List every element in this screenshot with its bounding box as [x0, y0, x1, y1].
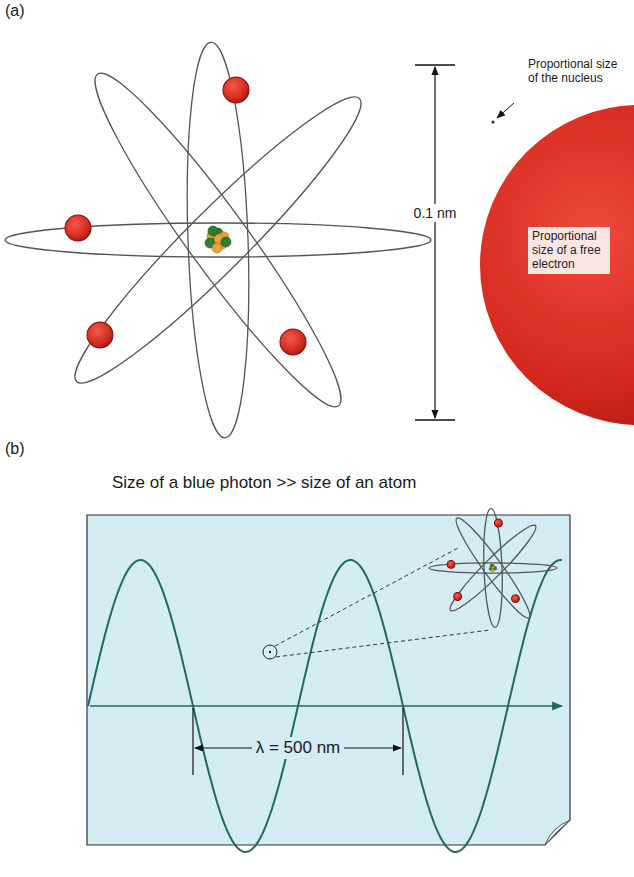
marker-line	[402, 708, 403, 775]
electron	[280, 329, 306, 355]
dimension-bar	[415, 419, 455, 420]
free-electron-circle	[480, 105, 634, 425]
axis-line	[90, 705, 562, 707]
wavelength-label: λ = 500 nm	[252, 737, 345, 759]
electron	[223, 77, 249, 103]
dimension-bar	[415, 64, 455, 65]
photon-panel: Size of a blue photon >> size of an atom…	[87, 515, 570, 845]
proton	[212, 243, 222, 253]
electron	[454, 593, 462, 601]
neutron	[208, 226, 218, 236]
atom-illustration	[5, 41, 431, 439]
node-shape	[87, 515, 570, 845]
panel-letter: (b)	[5, 440, 25, 458]
electron-orbit	[444, 519, 542, 617]
atom-illustration	[429, 508, 557, 627]
electron	[87, 322, 113, 348]
neutron	[490, 564, 493, 567]
electron-orbit	[181, 41, 255, 439]
panel-letter: (a)	[5, 2, 25, 20]
electron	[65, 215, 91, 241]
electron-label: Proportional size of a free electron	[528, 227, 610, 274]
photon-page	[87, 515, 570, 845]
neutron	[494, 567, 497, 570]
nucleus-dot	[491, 120, 494, 123]
zoom-line	[276, 630, 490, 657]
page-curl	[545, 820, 570, 845]
leader-line	[497, 103, 514, 118]
electron	[495, 519, 503, 527]
electron-orbit	[482, 508, 504, 627]
zoom-line	[275, 548, 458, 646]
wave-curve	[88, 560, 562, 852]
atom-size-circle	[263, 645, 277, 659]
panel-heading: Size of a blue photon >> size of an atom	[112, 473, 416, 493]
marker-line	[192, 708, 193, 775]
electron-circle: Proportional size of a free electron	[480, 105, 634, 425]
electron-orbit	[55, 77, 380, 402]
electron-orbit	[73, 57, 363, 424]
nucleus-label: Proportional size of the nucleus	[528, 58, 624, 86]
dimension-label: 0.1 nm	[410, 204, 461, 222]
neutron	[221, 237, 231, 247]
electron	[512, 595, 520, 603]
dimension-line	[434, 67, 435, 418]
proton	[491, 569, 494, 572]
atom-illustration	[5, 41, 431, 439]
electron	[447, 561, 455, 569]
atom-size-dot	[269, 651, 271, 653]
